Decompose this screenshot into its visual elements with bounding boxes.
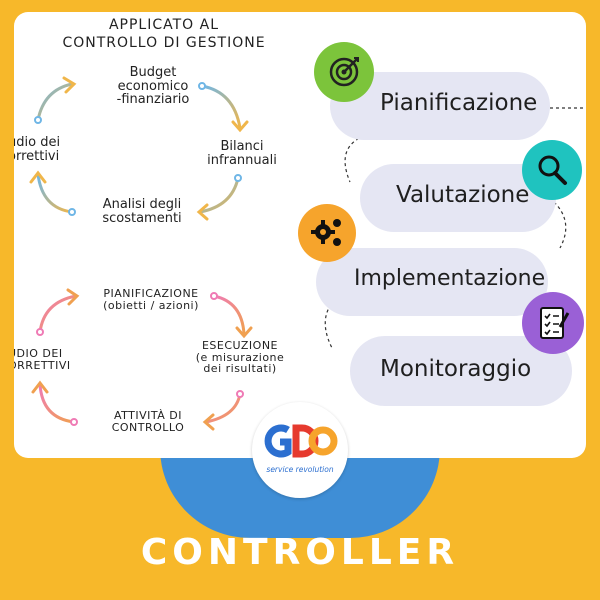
footer-title: CONTROLLER	[140, 532, 460, 573]
attivita-label: ATTIVITÀ DI CONTROLLO	[111, 409, 185, 434]
step-valutazione-label: Valutazione	[396, 182, 530, 208]
studio-label-2: UDIO DEI ORRETTIVI	[14, 347, 71, 372]
arrow-bottom-right	[198, 176, 240, 214]
studio-label-1: udio dei orrettivi	[14, 135, 61, 164]
logo-tagline: service revolution	[266, 465, 333, 474]
step-monitoraggio-label: Monitoraggio	[380, 356, 532, 382]
arrow-top-right	[200, 84, 242, 130]
step-valutazione: Valutazione	[360, 164, 556, 232]
cycle-1-arrows	[29, 76, 253, 431]
arrow-top-left	[36, 82, 74, 122]
checklist-icon	[522, 292, 584, 354]
title-line-2: CONTROLLO DI GESTIONE	[62, 35, 266, 51]
step-implementazione-label: Implementazione	[354, 266, 546, 291]
arrow-bottom-left	[36, 172, 74, 214]
step-monitoraggio: Monitoraggio	[350, 336, 572, 406]
magnifier-icon	[522, 140, 582, 200]
target-icon	[314, 42, 374, 102]
content-panel: APPLICATO AL CONTROLLO DI GESTIONE	[14, 12, 586, 458]
esecuzione-label: ESECUZIONE (e misurazione dei risultati)	[195, 339, 285, 376]
analisi-label: Analisi degli scostamenti	[102, 197, 182, 226]
gears-icon	[298, 204, 356, 262]
gdo-logo: service revolution	[252, 402, 348, 498]
title-line-1: APPLICATO AL	[108, 17, 220, 33]
pianificazione-cycle-label: PIANIFICAZIONE (obietti / azioni)	[103, 287, 199, 312]
bilanci-label: Bilanci infrannuali	[207, 139, 277, 168]
step-implementazione: Implementazione	[316, 248, 548, 316]
budget-label: Budget economico -finanziario	[116, 65, 190, 108]
step-pianificazione-label: Pianificazione	[380, 90, 538, 116]
